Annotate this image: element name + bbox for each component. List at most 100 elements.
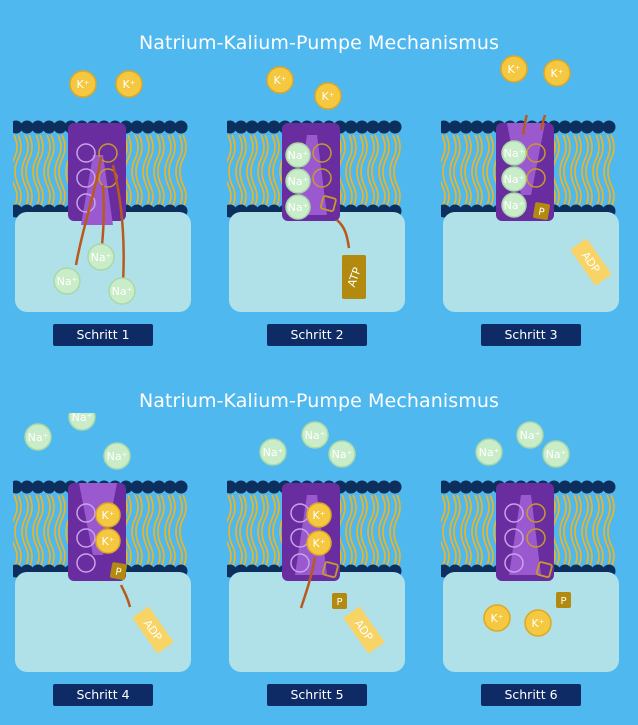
lipid-tail [246, 134, 254, 208]
title-top: Natrium-Kalium-Pumpe Mechanismus [138, 32, 500, 54]
lipid-tail [559, 494, 567, 568]
lipid-tail [168, 134, 176, 208]
binding-site [76, 143, 96, 163]
lipid-tail [179, 494, 187, 568]
sodium-label: Na⁺ [263, 446, 284, 459]
potassium-label: K⁺ [312, 509, 325, 522]
potassium-label: K⁺ [550, 67, 563, 80]
lipid-head [227, 480, 237, 494]
binding-site [76, 168, 96, 188]
lipid-head [470, 480, 484, 494]
lipid-head [569, 120, 583, 134]
lipid-tail [235, 494, 243, 568]
lipid-head [227, 120, 237, 134]
lipid-tail [596, 494, 604, 568]
lipid-head [234, 120, 248, 134]
potassium-label: K⁺ [76, 78, 89, 91]
lipid-head [31, 480, 45, 494]
sodium-label: Na⁺ [305, 429, 326, 442]
lipid-tail [146, 134, 154, 208]
potassium-label: K⁺ [507, 63, 520, 76]
lipid-tail [471, 494, 479, 568]
lipid-tail [164, 494, 172, 568]
p-label: P [114, 567, 122, 579]
lipid-head [163, 480, 177, 494]
lipid-head [377, 480, 391, 494]
lipid-tail [32, 134, 40, 208]
lipid-tail [570, 134, 578, 208]
lipid-tail [227, 494, 232, 568]
sodium-ion [87, 243, 115, 271]
lipid-tail [367, 494, 375, 568]
step-label-3: Schritt 3 [481, 324, 581, 346]
step-label-5: Schritt 5 [267, 684, 367, 706]
lipid-tail [175, 134, 183, 208]
lipid-tail [453, 134, 461, 208]
lipid-head [20, 120, 34, 134]
sodium-label: Na⁺ [107, 450, 128, 463]
lipid-tail [559, 134, 567, 208]
lipid-tail [349, 134, 357, 208]
lipid-head [130, 480, 144, 494]
lipid-head [141, 120, 155, 134]
lipid-tail [393, 494, 401, 568]
lipid-tail [464, 134, 472, 208]
sodium-ion [108, 277, 136, 305]
lipid-head [448, 480, 462, 494]
lipid-tail [349, 494, 357, 568]
lipid-head [388, 120, 402, 134]
sodium-label: Na⁺ [479, 446, 500, 459]
sodium-label: Na⁺ [520, 429, 541, 442]
sodium-label: Na⁺ [112, 285, 133, 298]
lipid-head [267, 480, 281, 494]
lipid-tail [14, 494, 22, 568]
lipid-tail [471, 134, 479, 208]
lipid-tail [592, 134, 600, 208]
step-label-2: Schritt 2 [267, 324, 367, 346]
sodium-label: Na⁺ [57, 275, 78, 288]
lipid-head [441, 480, 451, 494]
lipid-head [53, 120, 67, 134]
title-bottom: Natrium-Kalium-Pumpe Mechanismus [138, 390, 500, 412]
lipid-head [13, 480, 23, 494]
lipid-head [31, 120, 45, 134]
lipid-tail [43, 134, 51, 208]
lipid-tail [389, 494, 397, 568]
lipid-tail [250, 134, 258, 208]
lipid-tail [378, 134, 386, 208]
arrow [74, 156, 103, 266]
lipid-tail [157, 494, 165, 568]
lipid-tail [235, 134, 243, 208]
lipid-head [569, 480, 583, 494]
binding-site [76, 193, 96, 213]
lipid-head [141, 480, 155, 494]
lipid-tail [482, 134, 490, 208]
lipid-head [245, 480, 259, 494]
lipid-tail [268, 494, 276, 568]
lipid-head [245, 120, 259, 134]
lipid-tail [453, 494, 461, 568]
sodium-ion [285, 168, 311, 194]
lipid-tail [356, 494, 364, 568]
lipid-tail [607, 494, 615, 568]
potassium-label: K⁺ [101, 535, 114, 548]
lipid-tail [131, 494, 139, 568]
lipid-head [580, 480, 594, 494]
lipid-tail [371, 134, 379, 208]
potassium-ion [69, 70, 97, 98]
lipid-tail [607, 134, 615, 208]
lipid-head [130, 120, 144, 134]
lipid-head [20, 480, 34, 494]
sodium-label: Na⁺ [546, 448, 567, 461]
lipid-head [602, 120, 616, 134]
lipid-tail [345, 134, 353, 208]
lipid-head [481, 120, 495, 134]
adp-box [570, 239, 612, 285]
lipid-tail [135, 134, 143, 208]
lipid-tail [570, 494, 578, 568]
lipid-tail [592, 494, 600, 568]
lipid-tail [272, 134, 280, 208]
